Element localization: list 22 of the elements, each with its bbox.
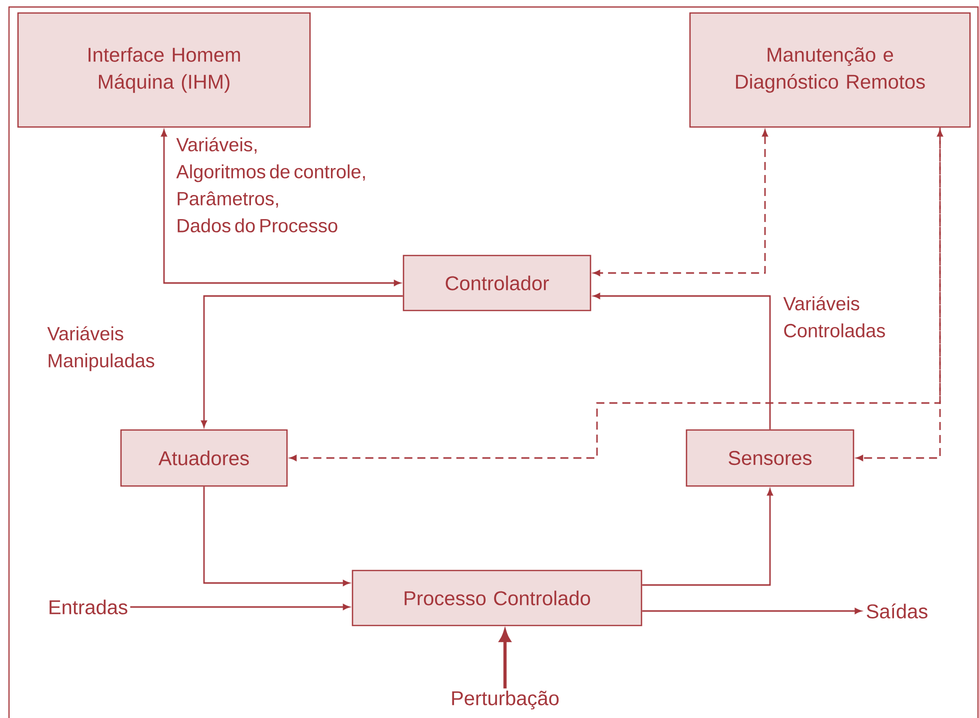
arrow xyxy=(130,604,350,610)
arrow xyxy=(161,130,401,286)
process-box: Processo Controlado xyxy=(352,570,642,626)
edge-label: Variáveis Controladas xyxy=(783,296,885,338)
arrow xyxy=(203,486,350,586)
text-label: Perturbação xyxy=(452,690,559,710)
arrow xyxy=(593,130,768,276)
arrow xyxy=(856,130,943,461)
text-label: Entradas xyxy=(50,600,128,614)
process-box: Manutenção e Diagnóstico Remotos xyxy=(689,12,971,128)
process-box: Controlador xyxy=(402,254,592,312)
arrow xyxy=(642,608,862,614)
edge-label: Variáveis, Algoritmos de controle, Parâmetros, Dados do Processo xyxy=(176,137,365,232)
edge-label: Variáveis Manipuladas xyxy=(47,326,154,372)
arrow xyxy=(593,293,771,430)
arrow xyxy=(642,488,773,586)
text-label: Saídas xyxy=(866,604,928,618)
arrow xyxy=(201,295,403,428)
process-box: Sensores xyxy=(686,429,854,487)
process-box: Atuadores xyxy=(120,429,288,487)
arrow xyxy=(290,128,941,461)
process-box: Interface Homem Máquina (IHM) xyxy=(17,12,311,128)
